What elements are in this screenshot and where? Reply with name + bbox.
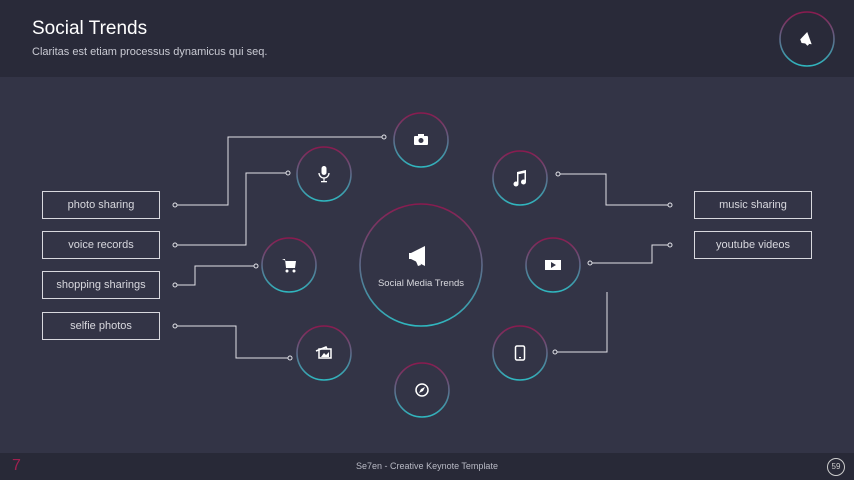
pictures-icon [315, 346, 332, 359]
center-circle [359, 203, 483, 327]
camera-icon [414, 134, 428, 145]
label-voice-records: voice records [42, 231, 160, 259]
page-title: Social Trends [32, 18, 148, 39]
page-number: 59 [827, 458, 845, 476]
connector-phone [555, 292, 608, 353]
connector-photo [175, 136, 384, 206]
film-icon [545, 260, 561, 270]
header: Social Trends Claritas est etiam process… [0, 0, 854, 77]
shopping-cart-icon [282, 259, 296, 273]
music-note-icon [513, 170, 526, 187]
megaphone-icon [409, 246, 425, 266]
label-shopping-sharings: shopping sharings [42, 271, 160, 299]
connector-youtube [590, 244, 670, 264]
microphone-icon [318, 166, 330, 183]
header-circle [779, 11, 835, 67]
footer-logo: 7 [12, 457, 21, 474]
label-music-sharing: music sharing [694, 191, 812, 219]
connector-selfie [175, 325, 290, 359]
center-label: Social Media Trends [377, 278, 465, 289]
connector-shopping [175, 265, 256, 286]
footer-text: Se7en - Creative Keynote Template [356, 461, 498, 471]
label-youtube-videos: youtube videos [694, 231, 812, 259]
connector-music [558, 173, 670, 206]
compass-icon [415, 383, 429, 397]
connector-voice [175, 172, 288, 246]
smartphone-icon [514, 345, 526, 361]
label-selfie-photos: selfie photos [42, 312, 160, 340]
footer: 7 Se7en - Creative Keynote Template 59 [0, 453, 854, 480]
header-megaphone-icon [800, 32, 812, 46]
page-subtitle: Claritas est etiam processus dynamicus q… [32, 46, 268, 58]
label-photo-sharing: photo sharing [42, 191, 160, 219]
